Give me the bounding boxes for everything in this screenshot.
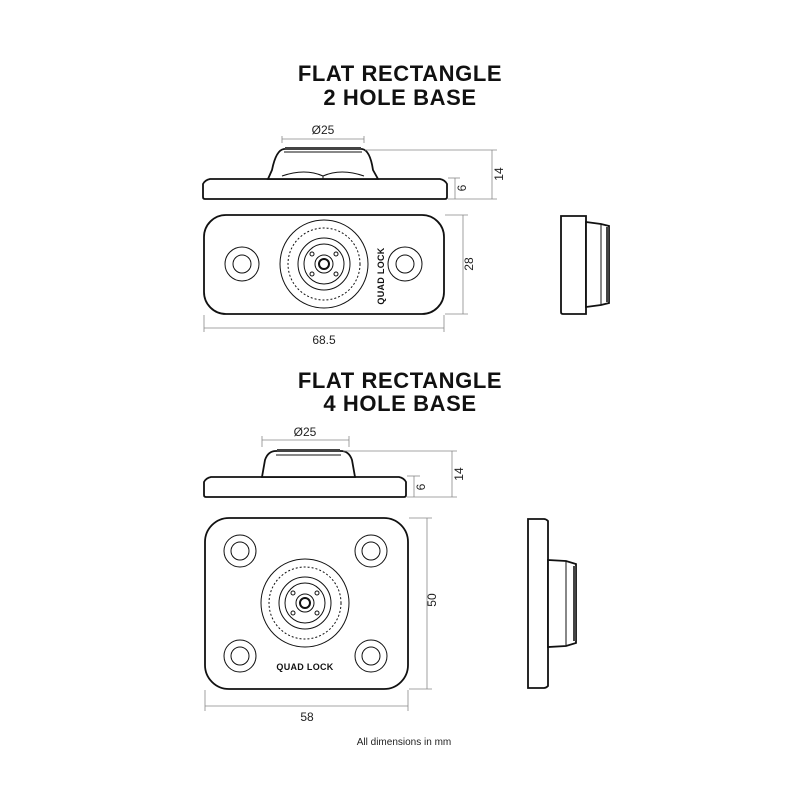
two-hole-total-height-label: 14 (492, 167, 506, 181)
two-hole-side-dimensions: Ø25 6 14 (281, 123, 506, 200)
four-hole-depth-label: 50 (425, 593, 439, 607)
four-hole-plate-height-label: 6 (414, 483, 428, 490)
four-hole-title-line1: FLAT RECTANGLE (298, 368, 502, 393)
four-hole-top-dimensions: 50 58 (204, 517, 439, 724)
two-hole-width-label: 68.5 (312, 333, 336, 347)
four-hole-brand-logo: QUAD LOCK (276, 662, 333, 672)
two-hole-end-view (560, 215, 610, 315)
four-hole-side-dimensions: Ø25 6 14 (261, 425, 466, 498)
four-hole-base-section: FLAT RECTANGLE 4 HOLE BASE Ø25 6 14 (203, 368, 577, 724)
four-hole-title-line2: 4 HOLE BASE (323, 391, 476, 416)
two-hole-title-line2: 2 HOLE BASE (323, 85, 476, 110)
dimensions-unit-note: All dimensions in mm (357, 737, 451, 748)
four-hole-diameter-label: Ø25 (294, 425, 317, 439)
four-hole-side-view (203, 449, 407, 498)
two-hole-top-dimensions: 28 68.5 (203, 214, 476, 347)
two-hole-side-view (202, 147, 448, 200)
two-hole-brand-logo: QUAD LOCK (376, 247, 386, 304)
two-hole-top-view: QUAD LOCK (203, 214, 445, 315)
two-hole-diameter-label: Ø25 (312, 123, 335, 137)
four-hole-end-view (527, 518, 577, 689)
four-hole-total-height-label: 14 (452, 467, 466, 481)
four-hole-top-view: QUAD LOCK (204, 517, 409, 690)
four-hole-width-label: 58 (300, 710, 314, 724)
two-hole-title-line1: FLAT RECTANGLE (298, 61, 502, 86)
two-hole-plate-height-label: 6 (455, 184, 469, 191)
two-hole-base-section: FLAT RECTANGLE 2 HOLE BASE Ø25 6 14 (202, 61, 610, 347)
two-hole-depth-label: 28 (462, 257, 476, 271)
